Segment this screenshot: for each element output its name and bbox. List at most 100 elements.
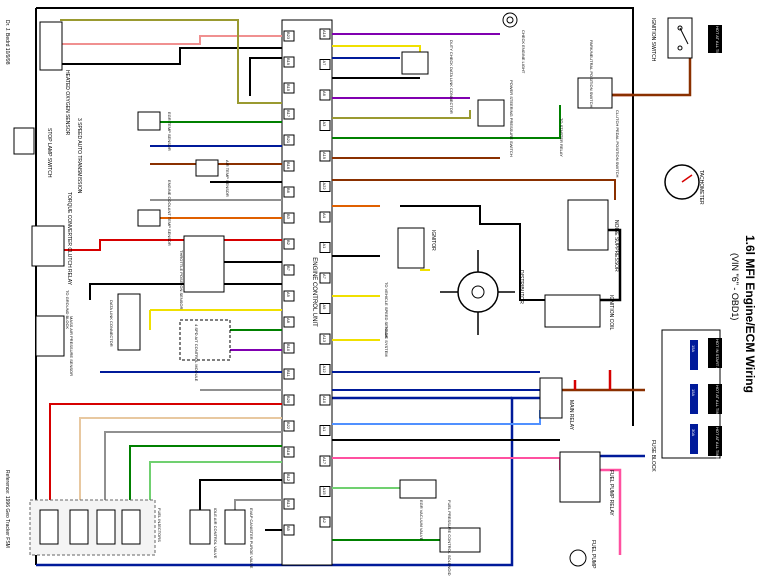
ecm-pin-right-box [319, 516, 331, 528]
ecm-pin-right-label: A6 [322, 91, 327, 97]
ground-bus [35, 7, 634, 565]
heated-o2-sensor: HEATED OXYGEN SENSOR [39, 21, 70, 136]
data-link-connector: DATA LINK CONNECTOR [109, 293, 141, 351]
auto-trans: 3 SPEED AUTO TRANSMISSION [76, 118, 82, 194]
park-neutral-label: PARK/NEUTRAL POSITION SWITCH [589, 40, 594, 107]
starter-relay: TO STARTER RELAY [559, 118, 564, 157]
tachometer-icon: TACHOMETER [664, 164, 704, 205]
fuel-pump-label: FUEL PUMP [590, 540, 596, 569]
ecm-pin-right-box [319, 59, 331, 70]
ign-switch-label: IGNITION SWITCH [650, 18, 656, 62]
ecm-pin-right-label: A12 [322, 366, 327, 374]
fuel-pump-relay-label: FUEL PUMP RELAY [608, 470, 614, 516]
ecm-pin-left-box [283, 316, 295, 328]
ecm-pin-right-label: A19 [322, 152, 327, 160]
ecm-pin-left-label: B6 [286, 188, 291, 194]
check-engine-label: CHECK ENGINE LIGHT [521, 30, 526, 74]
ecm-pin-right-label: A22 [322, 183, 327, 191]
reference-text: Reference: 1996 Geo Tracker FSM [4, 470, 10, 548]
throttle-position-sensor: THROTTLE POSITION SENSOR [179, 235, 225, 309]
egr-vacuum-valve: EGR VACUUM VALVE [399, 479, 437, 541]
ecm-pin-left-label: B18 [286, 448, 291, 456]
stop-lamp-label: STOP LAMP SWITCH [46, 128, 52, 178]
coolant-temp-sensor: ENGINE COOLANT TEMP SENSOR [137, 180, 172, 246]
ecm-pin-right-label: A16 [322, 30, 327, 38]
hot-label-4: HOT AT ALL TIMES [715, 427, 720, 462]
ecm-pin-left-label: B21 [286, 136, 291, 144]
starter-label: TO STARTER RELAY [559, 118, 564, 157]
distributor-label: DISTRIBUTOR [518, 270, 524, 304]
ecm-pin-left-box [283, 264, 295, 276]
ecm-pin-right-label: A17 [322, 457, 327, 465]
ecm-pin-right-box [319, 333, 331, 345]
ecm-pin-left-label: B20 [286, 396, 291, 404]
ecm-pin-left-box [283, 212, 295, 224]
distributor: DISTRIBUTOR [440, 250, 524, 335]
bottom-actuators: FUEL INJECTORS IDLE AIR CONTROL VALVE EV… [29, 499, 254, 569]
ecm-pin-right-box [319, 89, 331, 101]
title-block: 1.6l MFI Engine/ECM Wiring (VIN "6" - OB… [4, 20, 757, 548]
main-relay: MAIN RELAY [539, 377, 574, 431]
ecm-pin-left-label: B3 [286, 214, 291, 220]
ecm-pin-left-box [283, 290, 295, 302]
ecm-pin-left-label: B22 [286, 422, 291, 430]
hot-labels: HOT AT ALL TIMES HOT IN START & RUN HOT … [708, 25, 722, 462]
ecm-pin-right-box [319, 181, 331, 192]
ecm-pin-left-box [283, 446, 295, 458]
torque-converter-relay: TORQUE CONVERTER CLUTCH RELAY [31, 192, 72, 286]
ecm-pins-right: A16A7A6A3A19A22A4A1A7A9A13A12A10A1A17A15… [319, 28, 331, 528]
ecm-pin-left-label: B5 [286, 526, 291, 532]
auto-trans-label: 3 SPEED AUTO TRANSMISSION [76, 118, 82, 194]
hot-label-1: HOT AT ALL TIMES [715, 26, 720, 61]
ignitor: IGNITOR [397, 227, 436, 269]
egr-vac-label: EGR VACUUM VALVE [419, 500, 424, 541]
ecm-pin-left-label: B19 [286, 58, 291, 66]
ecm-pin-left-label: A9 [286, 292, 291, 298]
ecm-pin-left-label: B17 [286, 110, 291, 118]
duty-check-connector: DUTY CHECK DATA LINK CONNECTOR [401, 40, 454, 114]
throttle-label: THROTTLE POSITION SENSOR [179, 250, 184, 309]
ignitor-label: IGNITOR [430, 230, 436, 251]
ecm-pin-left-box [283, 134, 295, 146]
ecm-pin-right-box [319, 303, 331, 314]
ecm-pin-right-label: A9 [322, 305, 327, 311]
ecm-pin-left-label: B7 [286, 266, 291, 272]
data-conn-label: DATA LINK CONNECTOR [109, 300, 114, 347]
ecm-pin-left-box [283, 186, 295, 198]
ecm-pin-left-label: B2 [286, 240, 291, 246]
ecm-pin-left-box [283, 498, 295, 510]
ecm-pin-right-label: A4 [322, 213, 327, 219]
hot-label-2: HOT IN START & RUN [715, 339, 720, 380]
ecm-pin-right-box [319, 455, 331, 467]
ecm-pin-right-label: A7 [322, 61, 327, 67]
coolant-label: ENGINE COOLANT TEMP SENSOR [167, 180, 172, 246]
ac-system: TO A/C SYSTEM [384, 326, 389, 357]
iac-label: IDLE AIR CONTROL VALVE [213, 508, 218, 559]
clutch-switch: CLUTCH PEDAL POSITION SWITCH PARK/NEUTRA… [577, 40, 620, 178]
ecm-pin-right-label: A7 [322, 274, 327, 280]
ecm-pin-right-label: A13 [322, 335, 327, 343]
ecm-pin-left-box [283, 524, 295, 536]
ecm-pin-right-label: A1 [322, 427, 327, 433]
fuse-label-1: 15A [691, 345, 696, 352]
o2-label: HEATED OXYGEN SENSOR [64, 70, 70, 136]
tachometer-label: TACHOMETER [698, 170, 704, 205]
main-relay-label: MAIN RELAY [568, 400, 574, 431]
diagram-title: 1.6l MFI Engine/ECM Wiring [743, 235, 757, 393]
ecm-pin-right-box [319, 211, 331, 223]
vss: TO VEHICLE SPEED SENSOR [384, 282, 389, 338]
ecm-pin-left-label: B16 [286, 162, 291, 170]
fuel-press-label: FUEL PRESSURE CONTROL SOLENOID [447, 500, 452, 576]
ecm-pin-right-box [319, 425, 331, 436]
ground-block: TO GROUND BLOCK [65, 290, 70, 329]
ecm-pin-right-box [319, 120, 331, 131]
ecm-pin-left-box [283, 342, 295, 354]
ecm-pin-left-box [283, 108, 295, 120]
ecm-pin-right-box [319, 150, 331, 162]
ecm-label: ENGINE CONTROL UNIT [311, 257, 317, 327]
ecm-pin-left-box [283, 160, 295, 172]
fuse-label-3: 30A [691, 429, 696, 436]
ps-switch: POWER STEERING PRESSURE SWITCH [477, 80, 514, 157]
ign-coil-label: IGNITION COIL [608, 295, 614, 331]
